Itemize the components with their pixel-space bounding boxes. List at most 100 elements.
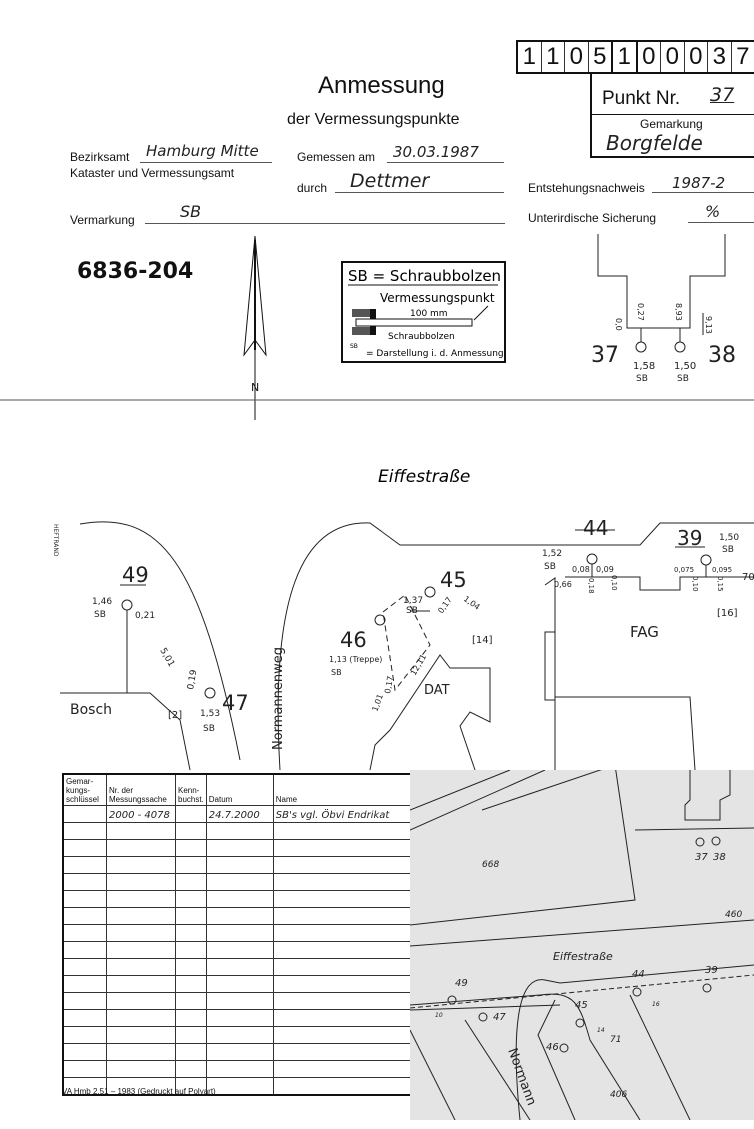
cell [272, 924, 415, 942]
page-title: Anmessung [318, 72, 445, 99]
cell [272, 1009, 415, 1027]
cell [62, 1043, 107, 1061]
cell [175, 1009, 207, 1027]
cell [106, 975, 176, 993]
cell [62, 822, 107, 840]
map-point-38: 38 [713, 852, 726, 863]
cell [106, 822, 176, 840]
column-header: Datum [205, 773, 274, 806]
cell [272, 1026, 415, 1044]
cell [272, 1077, 415, 1096]
dist: 0,66 [554, 580, 572, 589]
punkt-box: Punkt Nr. 37 Gemarkung Borgfelde [590, 72, 754, 158]
cell [272, 975, 415, 993]
sheet-number: 6836-204 [77, 259, 194, 284]
legend-darstellung: = Darstellung i. d. Anmessung [366, 349, 504, 359]
dist: 12,11 [409, 653, 428, 677]
height-46: 1,13 (Treppe) [329, 655, 382, 664]
map-number: 16 [652, 1001, 660, 1008]
building-70: 70 [742, 572, 754, 583]
point-45-label: 45 [440, 568, 467, 592]
sb: SB [203, 724, 215, 734]
height-47: 1,53 [200, 709, 220, 719]
map-number: 71 [610, 1035, 621, 1045]
cell [175, 873, 207, 891]
cell [205, 1043, 274, 1061]
durch-value: Dettmer [350, 170, 430, 192]
cell [62, 992, 107, 1010]
table-row [62, 958, 415, 976]
cell [62, 873, 107, 891]
point-code-boxes: 1 1 0 5 1 0 0 0 3 7 [516, 40, 754, 74]
sb: SB [722, 545, 734, 555]
cell [175, 890, 207, 908]
road-label: Normannenweg [271, 647, 286, 750]
sicherung-value: % [705, 202, 721, 221]
cell [175, 1060, 207, 1078]
point-44-label: 44 [583, 516, 608, 540]
dist: 8,93 [674, 303, 683, 321]
house-number: [14] [472, 635, 493, 646]
cell [205, 1009, 274, 1027]
dist: 0,09 [596, 565, 614, 574]
column-header: Name [272, 773, 415, 806]
kataster-label: Kataster und Vermessungsamt [70, 166, 235, 180]
cell [106, 1077, 176, 1096]
dist: 0,21 [135, 611, 155, 621]
cell [175, 941, 207, 959]
map-point-47: 47 [493, 1012, 506, 1023]
sb-37: SB [636, 374, 648, 384]
cell: SB's vgl. Öbvi Endrikat [272, 805, 415, 823]
cell [205, 958, 274, 976]
site-sketch: HEFTRAND 49 1,46 SB 0,21 47 1,53 SB 5,01… [52, 516, 754, 800]
code-digit: 0 [685, 42, 708, 72]
cell [175, 924, 207, 942]
top-sketch: 37 38 1,58 SB 1,50 SB 0,0 0,27 8,93 9,13 [591, 234, 736, 384]
cell [62, 839, 107, 857]
map-point-39: 39 [705, 965, 718, 976]
code-digit: 5 [589, 42, 613, 72]
cell [272, 1043, 415, 1061]
table-row [62, 856, 415, 874]
height-49: 1,46 [92, 597, 112, 607]
table-row [62, 1060, 415, 1078]
cell [272, 856, 415, 874]
cell [205, 907, 274, 925]
dist: 0,075 [674, 566, 694, 574]
column-header: Kenn-buchst. [175, 773, 207, 806]
dist: 0,10 [610, 575, 618, 591]
cell: 24.7.2000 [205, 805, 274, 823]
table-row [62, 1043, 415, 1061]
map-number: 14 [597, 1027, 605, 1034]
dist: 0,17 [383, 675, 395, 694]
gemessen-label: Gemessen am [297, 150, 376, 164]
table-row [62, 975, 415, 993]
cell [272, 890, 415, 908]
table-row [62, 1009, 415, 1027]
cell [106, 839, 176, 857]
code-digit: 0 [661, 42, 685, 72]
sb: SB [406, 606, 418, 616]
cell [106, 873, 176, 891]
cell [175, 805, 207, 823]
map-number: 10 [435, 1012, 443, 1019]
cell [205, 839, 274, 857]
dist: 9,13 [704, 316, 713, 334]
cell [205, 941, 274, 959]
map-point-49: 49 [455, 978, 468, 989]
cell [175, 839, 207, 857]
point-49-label: 49 [122, 563, 149, 587]
map-point-37: 37 [695, 852, 708, 863]
table-row: 2000 - 4078 24.7.2000 SB's vgl. Öbvi End… [62, 805, 415, 823]
cell [175, 975, 207, 993]
durch-label: durch [297, 181, 328, 195]
table-row [62, 992, 415, 1010]
point-47-label: 47 [222, 691, 249, 715]
legend-point: Vermessungspunkt [380, 291, 495, 305]
cell [272, 1060, 415, 1078]
sb: SB [94, 610, 106, 620]
cell [106, 1043, 176, 1061]
cell [205, 822, 274, 840]
